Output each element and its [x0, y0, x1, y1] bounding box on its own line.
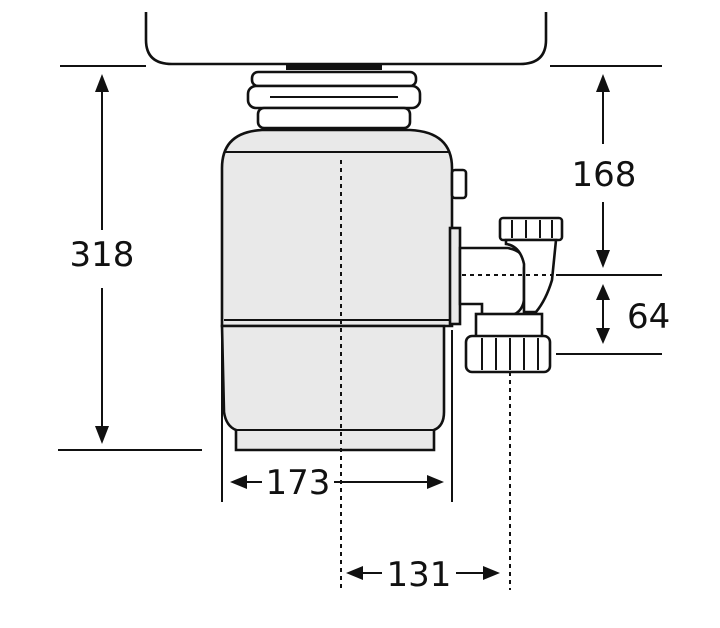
sink-bowl-outline	[144, 12, 548, 66]
grinder-housing-upper	[220, 128, 454, 328]
arrow-318-top	[95, 74, 109, 92]
arrow-173-left	[230, 475, 247, 489]
arrow-64-top	[596, 284, 610, 300]
dimension-label-131: 131	[387, 555, 452, 595]
arrow-131-right	[483, 566, 500, 580]
motor-housing-lower	[220, 324, 446, 452]
arrow-173-right	[427, 475, 444, 489]
drain-trap-connector	[464, 312, 552, 374]
sink-drain-flange	[286, 64, 382, 70]
arrow-318-bottom	[95, 426, 109, 444]
mount-assembly	[246, 70, 422, 130]
dimension-label-173: 173	[266, 463, 331, 503]
arrow-64-bottom	[596, 328, 610, 344]
dimension-label-318: 318	[70, 235, 135, 275]
arrow-168-bottom	[596, 250, 610, 268]
discharge-outlet	[448, 226, 526, 326]
dishwasher-inlet-fitting	[498, 216, 564, 314]
dimension-label-168: 168	[572, 155, 637, 195]
arrow-168-top	[596, 74, 610, 92]
reset-button	[450, 168, 468, 200]
arrow-131-left	[346, 566, 363, 580]
dimension-label-64: 64	[627, 297, 670, 337]
